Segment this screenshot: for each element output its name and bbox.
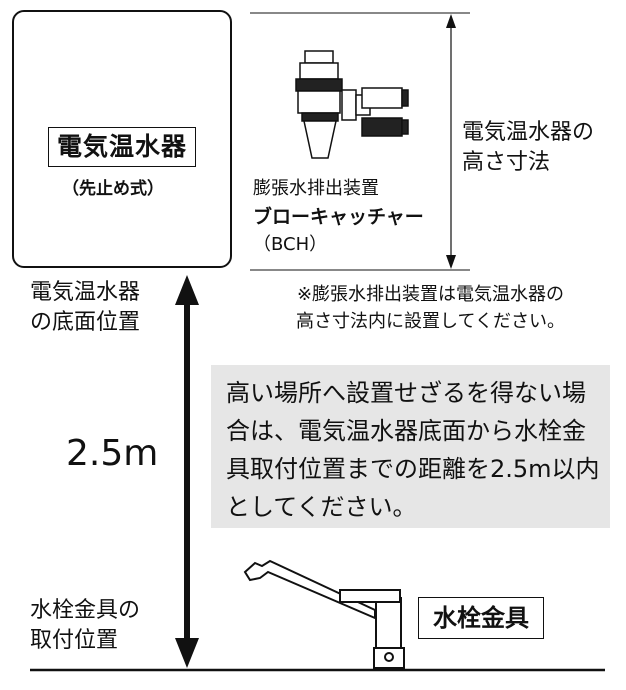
bch-device-image bbox=[295, 50, 409, 159]
faucet-image bbox=[243, 559, 405, 669]
faucet-label: 水栓金具 bbox=[418, 597, 544, 639]
bch-label: 膨張水排出装置 ブローキャッチャー （BCH） bbox=[253, 175, 424, 259]
faucet-position-label: 水栓金具の 取付位置 bbox=[30, 598, 141, 653]
bch-line2: ブローキャッチャー bbox=[253, 206, 424, 228]
bch-line1: 膨張水排出装置 bbox=[253, 178, 379, 199]
distance-arrow bbox=[175, 275, 199, 668]
instruction-text: 高い場所へ設置せざるを得ない場合は、電気温水器底面から水栓金具取付位置までの距離… bbox=[226, 379, 600, 521]
heater-height-label: 電気温水器の 高さ寸法 bbox=[462, 120, 595, 175]
water-heater-subtitle: （先止め式） bbox=[62, 179, 164, 199]
heater-bottom-label: 電気温水器 の底面位置 bbox=[30, 280, 141, 335]
distance-value: 2.5m bbox=[66, 433, 159, 474]
water-heater-title: 電気温水器 bbox=[48, 127, 196, 167]
water-heater-box bbox=[12, 10, 232, 268]
installation-note: ※膨張水排出装置は電気温水器の 高さ寸法内に設置してください。 bbox=[296, 284, 565, 332]
height-dimension bbox=[250, 12, 470, 271]
instruction-box bbox=[211, 365, 610, 528]
bch-line3: （BCH） bbox=[253, 234, 328, 255]
